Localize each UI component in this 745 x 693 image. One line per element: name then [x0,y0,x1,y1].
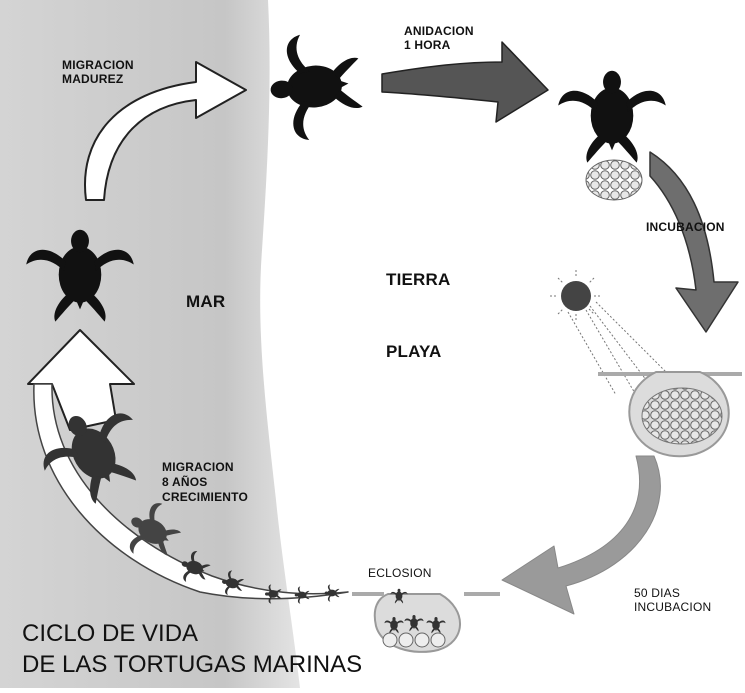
swimming-turtle-icon [266,29,366,143]
hatchling-turtle-icon [294,586,310,604]
incubation-label: INCUBACION [646,220,725,234]
egg-nest-icon [598,371,742,458]
hatching-nest-icon [352,592,500,653]
hatching-label: ECLOSION [368,566,432,580]
growth-up-arrow [27,329,135,431]
nesting-turtle-icon [558,70,666,163]
growth-migration-trail [33,383,349,600]
sea-label: MAR [186,292,226,311]
beach-label: PLAYA [386,342,442,361]
incubation-arrow [649,151,739,333]
egg-cluster-icon [585,159,643,201]
land-label: TIERRA [386,270,451,289]
nesting-arrow [381,41,549,123]
sea-region [0,0,300,688]
hatching-arrow [501,455,661,615]
maturity-migration-arrow [84,61,247,201]
hatchling-turtle-icon [324,584,340,602]
sun-icon [550,270,673,396]
